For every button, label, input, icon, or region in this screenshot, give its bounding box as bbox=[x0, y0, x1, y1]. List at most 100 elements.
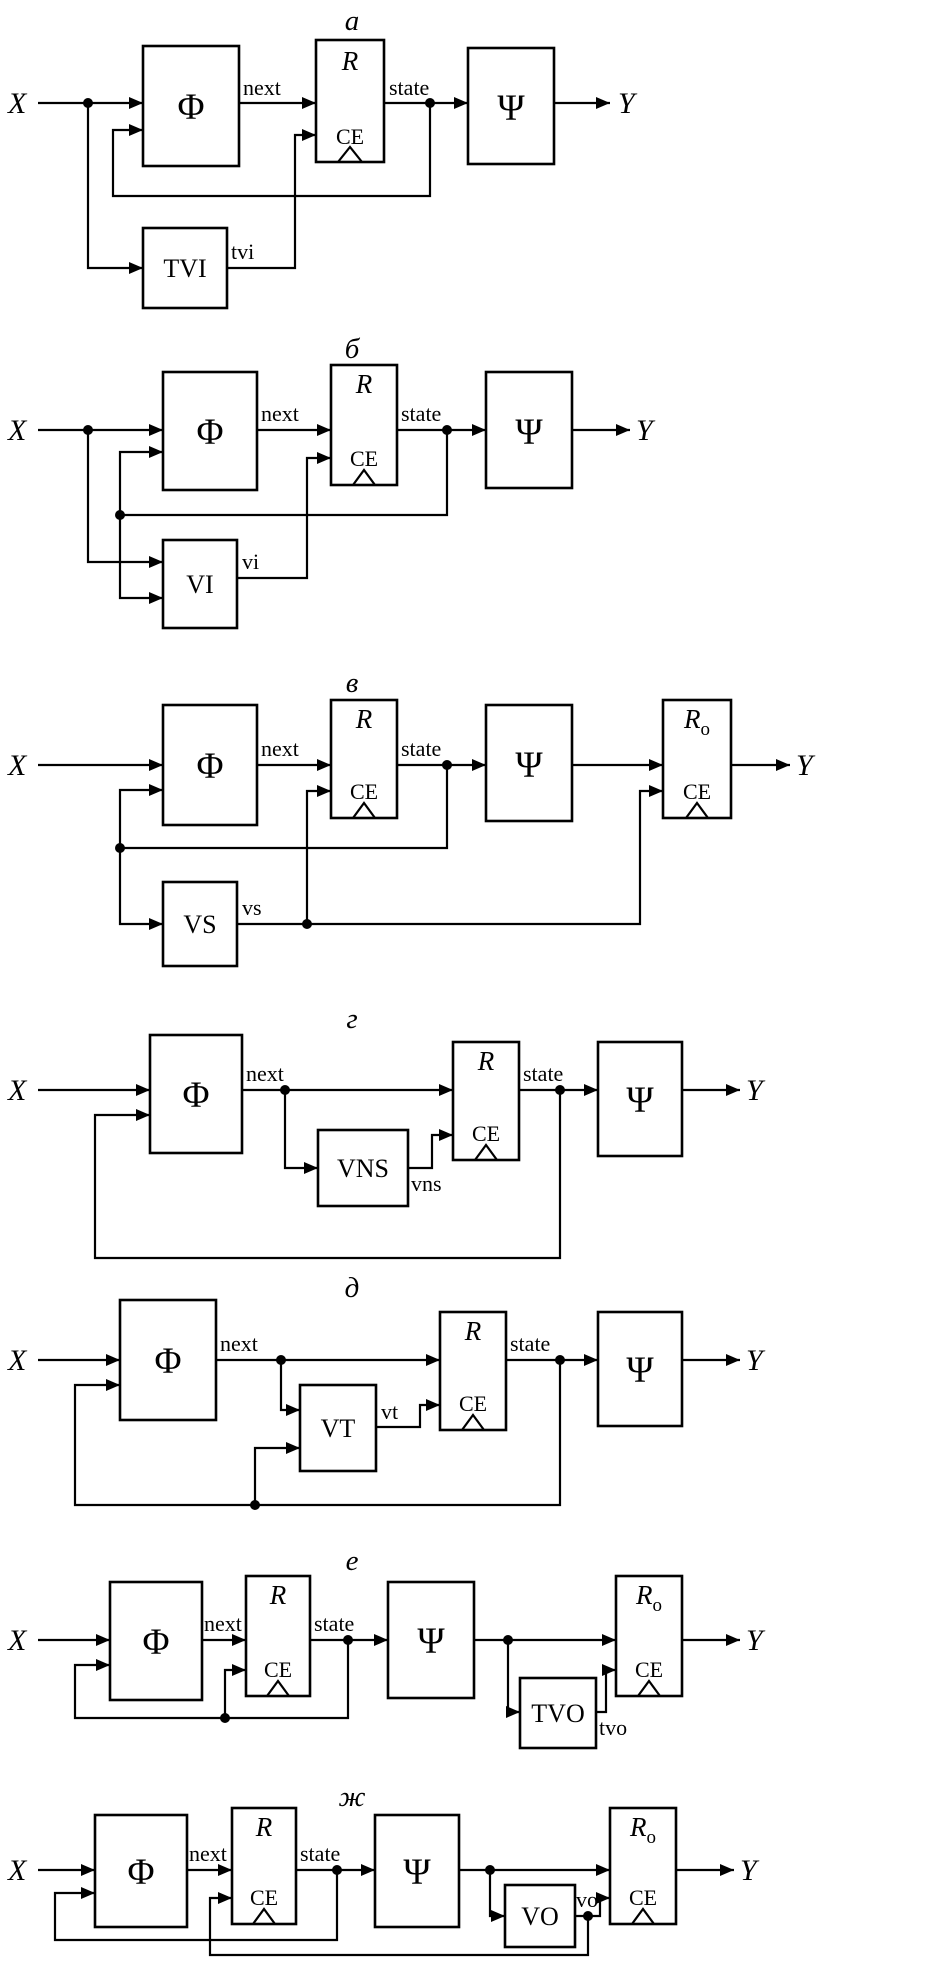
output-register-label: Ro bbox=[683, 704, 710, 740]
psi-block bbox=[484, 370, 574, 490]
input-label: X bbox=[7, 749, 28, 782]
register-label: R bbox=[355, 369, 373, 399]
psi-block bbox=[484, 703, 574, 823]
panel-v: X в Φ next R CE state Ψ Ro CE Y VS vs bbox=[7, 667, 816, 968]
output-register-block bbox=[614, 1574, 684, 1698]
panel-g: X г Φ next VNS vns R CE state Ψ Y bbox=[7, 1003, 766, 1260]
checker-block bbox=[503, 1883, 577, 1949]
next-label: next bbox=[243, 75, 281, 100]
next-label: next bbox=[220, 1331, 258, 1356]
checker-block bbox=[141, 226, 229, 310]
panel-title: е bbox=[346, 1545, 359, 1577]
input-label: X bbox=[7, 1074, 28, 1107]
next-label: next bbox=[204, 1611, 242, 1636]
checker-label: VNS bbox=[337, 1154, 389, 1183]
phi-block bbox=[93, 1813, 189, 1929]
register-label: R bbox=[255, 1812, 273, 1842]
checker-signal-label: tvo bbox=[599, 1715, 627, 1740]
checker-signal-label: vns bbox=[411, 1171, 442, 1196]
psi-label: Ψ bbox=[497, 88, 525, 129]
state-label: state bbox=[389, 75, 429, 100]
wiring-zh bbox=[38, 1864, 734, 1957]
checker-label: VO bbox=[521, 1902, 559, 1931]
checker-signal-label: vt bbox=[381, 1399, 398, 1424]
output-register-block bbox=[608, 1806, 678, 1926]
phi-label: Φ bbox=[127, 1852, 154, 1893]
psi-block bbox=[596, 1040, 684, 1158]
psi-label: Ψ bbox=[626, 1350, 654, 1391]
ce-label: CE bbox=[250, 1885, 278, 1910]
ce-label: CE bbox=[350, 779, 378, 804]
panel-title: а bbox=[345, 5, 360, 37]
next-label: next bbox=[246, 1061, 284, 1086]
ce-label: CE bbox=[472, 1121, 500, 1146]
input-label: X bbox=[7, 1624, 28, 1657]
clock-edge-icon bbox=[637, 1679, 661, 1697]
ce-label: CE bbox=[459, 1391, 487, 1416]
state-label: state bbox=[510, 1331, 550, 1356]
checker-signal-label: vi bbox=[242, 549, 259, 574]
state-register-block bbox=[329, 363, 399, 487]
clock-edge-icon bbox=[266, 1679, 290, 1697]
state-register-block bbox=[329, 698, 399, 820]
output-label: Y bbox=[796, 749, 816, 782]
junction-dot bbox=[425, 98, 435, 108]
psi-block bbox=[596, 1310, 684, 1428]
checker-label: TVI bbox=[163, 254, 206, 283]
wiring-v bbox=[38, 759, 790, 930]
junction-dot bbox=[115, 843, 125, 853]
next-label: next bbox=[261, 401, 299, 426]
output-label: Y bbox=[746, 1624, 766, 1657]
junction-dot bbox=[583, 1911, 593, 1921]
state-label: state bbox=[523, 1061, 563, 1086]
panel-d: X д Φ next VT vt R CE state Ψ Y bbox=[7, 1272, 766, 1510]
panel-e: X е Φ next R CE state Ψ Ro CE Y TVO tvo bbox=[7, 1545, 766, 1750]
output-register-label: Ro bbox=[635, 1580, 662, 1616]
psi-label: Ψ bbox=[626, 1080, 654, 1121]
phi-block bbox=[161, 703, 259, 827]
junction-dot bbox=[280, 1085, 290, 1095]
wiring-a bbox=[38, 97, 610, 274]
input-label: X bbox=[7, 414, 28, 447]
next-label: next bbox=[261, 736, 299, 761]
next-label: next bbox=[189, 1841, 227, 1866]
panel-title: в bbox=[346, 667, 359, 699]
register-label: R bbox=[477, 1046, 495, 1076]
phi-label: Φ bbox=[182, 1075, 209, 1116]
wiring-e bbox=[38, 1634, 740, 1723]
panel-b: X б Φ next R CE state Ψ Y VI vi bbox=[7, 333, 656, 630]
junction-dot bbox=[302, 919, 312, 929]
clock-edge-icon bbox=[337, 145, 363, 163]
junction-dot bbox=[83, 98, 93, 108]
input-label: X bbox=[7, 1344, 28, 1377]
input-label: X bbox=[7, 87, 28, 120]
clock-edge-icon bbox=[352, 801, 376, 819]
register-label: R bbox=[341, 46, 359, 76]
state-register-block bbox=[244, 1574, 312, 1698]
ce-label: CE bbox=[635, 1657, 663, 1682]
phi-label: Φ bbox=[196, 412, 223, 453]
output-register-label: Ro bbox=[629, 1812, 656, 1848]
phi-label: Φ bbox=[154, 1341, 181, 1382]
state-label: state bbox=[314, 1611, 354, 1636]
psi-label: Ψ bbox=[403, 1852, 431, 1893]
phi-label: Φ bbox=[142, 1622, 169, 1663]
clock-edge-icon bbox=[352, 468, 376, 486]
wiring-b bbox=[38, 424, 630, 604]
ce-label: CE bbox=[629, 1885, 657, 1910]
checker-signal-label: vo bbox=[576, 1887, 598, 1912]
junction-dot bbox=[332, 1865, 342, 1875]
state-label: state bbox=[300, 1841, 340, 1866]
output-label: Y bbox=[746, 1344, 766, 1377]
ce-label: CE bbox=[336, 124, 364, 149]
junction-dot bbox=[485, 1865, 495, 1875]
phi-block bbox=[118, 1298, 218, 1422]
phi-label: Φ bbox=[177, 87, 204, 128]
ce-label: CE bbox=[264, 1657, 292, 1682]
checker-label: VS bbox=[183, 910, 216, 939]
junction-dot bbox=[250, 1500, 260, 1510]
panel-title: б bbox=[345, 333, 361, 365]
panel-a: X а Φ next R CE state Ψ Y TVI tvi bbox=[7, 5, 638, 310]
junction-dot bbox=[555, 1355, 565, 1365]
panel-title: д bbox=[345, 1272, 360, 1304]
